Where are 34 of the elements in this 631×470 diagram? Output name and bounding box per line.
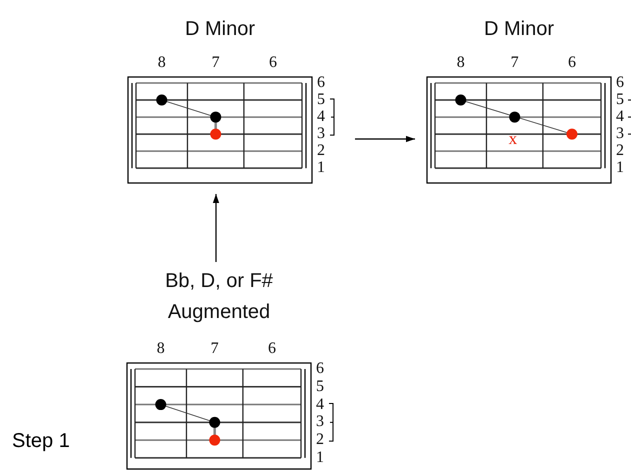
fret-number: 7 bbox=[510, 55, 520, 71]
string-number: 2 bbox=[316, 143, 326, 160]
chord-title: D Minor bbox=[184, 17, 256, 41]
string-number: 3 bbox=[615, 126, 625, 142]
string-number: 5 bbox=[315, 378, 325, 395]
string-number: 4 bbox=[615, 109, 625, 126]
muted-note-mark: x bbox=[508, 131, 518, 148]
fret-number: 7 bbox=[210, 341, 220, 357]
chord-title: D Minor bbox=[482, 17, 555, 41]
string-number: 6 bbox=[315, 361, 325, 377]
fret-number: 8 bbox=[156, 55, 167, 71]
chord-title: Bb, D, or F# Augmented bbox=[164, 269, 274, 325]
fret-number: 8 bbox=[156, 341, 166, 357]
fret-number: 7 bbox=[210, 55, 221, 71]
string-number: 1 bbox=[615, 160, 625, 176]
string-number: 3 bbox=[315, 414, 325, 430]
string-number: 4 bbox=[316, 109, 326, 126]
fret-number: 6 bbox=[566, 55, 577, 71]
string-number: 6 bbox=[615, 75, 625, 91]
string-number: 4 bbox=[315, 396, 325, 413]
string-number: 3 bbox=[316, 126, 326, 142]
arrow bbox=[212, 194, 220, 262]
arrow bbox=[355, 136, 415, 142]
string-number: 5 bbox=[316, 92, 326, 108]
fret-number: 6 bbox=[266, 341, 277, 357]
string-number: 6 bbox=[316, 75, 326, 91]
step-label: Step 1 bbox=[12, 430, 70, 453]
string-number: 1 bbox=[316, 160, 326, 176]
string-number: 2 bbox=[615, 143, 625, 160]
string-number: 2 bbox=[315, 432, 325, 448]
fret-number: 8 bbox=[456, 55, 466, 71]
string-number: 1 bbox=[315, 450, 325, 466]
fret-number: 6 bbox=[268, 55, 278, 71]
string-number: 5 bbox=[615, 92, 625, 108]
